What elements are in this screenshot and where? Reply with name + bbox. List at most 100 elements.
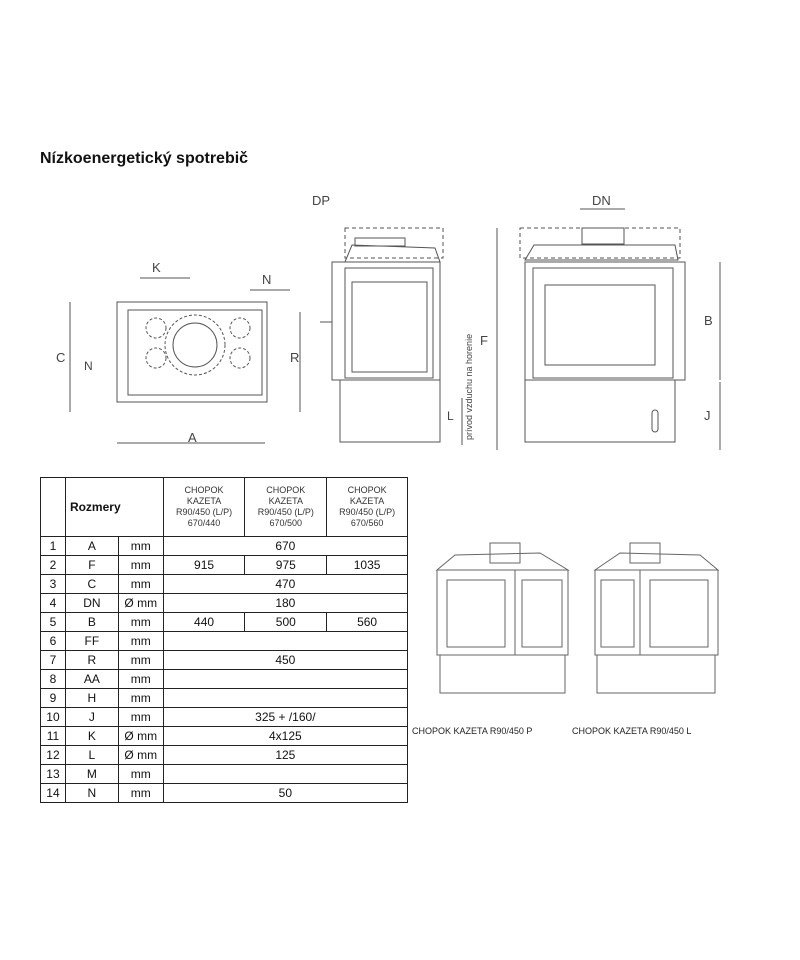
row-value: 470 (162, 574, 409, 594)
row-symbol: B (64, 612, 119, 632)
label-r: R (290, 350, 299, 365)
row-symbol: A (64, 536, 119, 556)
label-dp: DP (312, 193, 330, 208)
row-number: 3 (40, 574, 66, 594)
row-value (162, 669, 409, 689)
row-number: 13 (40, 764, 66, 784)
row-value: 560 (326, 612, 408, 632)
row-number: 9 (40, 688, 66, 708)
label-c: C (56, 350, 65, 365)
row-number: 6 (40, 631, 66, 651)
label-b: B (704, 313, 713, 328)
row-unit: Ø mm (117, 745, 164, 765)
row-value: 440 (162, 612, 246, 632)
row-value: 180 (162, 593, 409, 613)
row-unit: mm (117, 707, 164, 727)
label-n2: N (84, 359, 93, 373)
row-unit: Ø mm (117, 726, 164, 746)
row-symbol: DN (64, 593, 119, 613)
row-number: 12 (40, 745, 66, 765)
row-value: 50 (162, 783, 409, 803)
front-view-drawing: DN B J (519, 193, 721, 450)
row-symbol: F (64, 555, 119, 575)
row-number: 11 (40, 726, 66, 746)
row-number: 5 (40, 612, 66, 632)
row-value: 915 (162, 555, 246, 575)
row-unit: mm (117, 783, 164, 803)
row-symbol: FF (64, 631, 119, 651)
row-unit: mm (117, 574, 164, 594)
label-n: N (262, 272, 271, 287)
row-value: 4x125 (162, 726, 409, 746)
label-j: J (704, 408, 711, 423)
row-value (162, 631, 409, 651)
row-symbol: R (64, 650, 119, 670)
page-title: Nízkoenergetický spotrebič (40, 150, 249, 167)
row-number: 10 (40, 707, 66, 727)
row-number: 1 (40, 536, 66, 556)
row-value: 450 (162, 650, 409, 670)
row-symbol: M (64, 764, 119, 784)
label-l: L (447, 409, 454, 423)
row-unit: mm (117, 688, 164, 708)
label-k: K (152, 260, 161, 275)
row-unit: mm (117, 536, 164, 556)
label-dn: DN (592, 193, 611, 208)
row-unit: Ø mm (117, 593, 164, 613)
row-unit: mm (117, 555, 164, 575)
label-f: F (480, 333, 488, 348)
row-number: 4 (40, 593, 66, 613)
row-unit: mm (117, 764, 164, 784)
caption-l: CHOPOK KAZETA R90/450 L (572, 726, 692, 736)
row-number: 2 (40, 555, 66, 575)
row-value: 975 (244, 555, 328, 575)
side-view-drawing: DP F L prívod vzduchu na horenie (312, 193, 498, 450)
row-number: 14 (40, 783, 66, 803)
row-symbol: AA (64, 669, 119, 689)
table-heading: Rozmery (64, 477, 164, 537)
row-value: 325 + /160/ (162, 707, 409, 727)
row-value (162, 764, 409, 784)
row-symbol: J (64, 707, 119, 727)
row-symbol: C (64, 574, 119, 594)
label-air-supply: prívod vzduchu na horenie (464, 334, 474, 440)
row-value: 670 (162, 536, 409, 556)
row-symbol: K (64, 726, 119, 746)
row-unit: mm (117, 669, 164, 689)
row-symbol: L (64, 745, 119, 765)
row-value: 500 (244, 612, 328, 632)
row-value (162, 688, 409, 708)
product-image-l (593, 542, 720, 694)
label-a: A (188, 430, 197, 445)
row-number: 8 (40, 669, 66, 689)
product-image-p (435, 542, 570, 694)
row-value: 1035 (326, 555, 408, 575)
row-symbol: N (64, 783, 119, 803)
row-unit: mm (117, 612, 164, 632)
row-value: 125 (162, 745, 409, 765)
caption-p: CHOPOK KAZETA R90/450 P (412, 726, 533, 736)
row-unit: mm (117, 650, 164, 670)
row-unit: mm (117, 631, 164, 651)
row-number: 7 (40, 650, 66, 670)
row-symbol: H (64, 688, 119, 708)
top-view-drawing: K N C N R A (56, 260, 301, 445)
